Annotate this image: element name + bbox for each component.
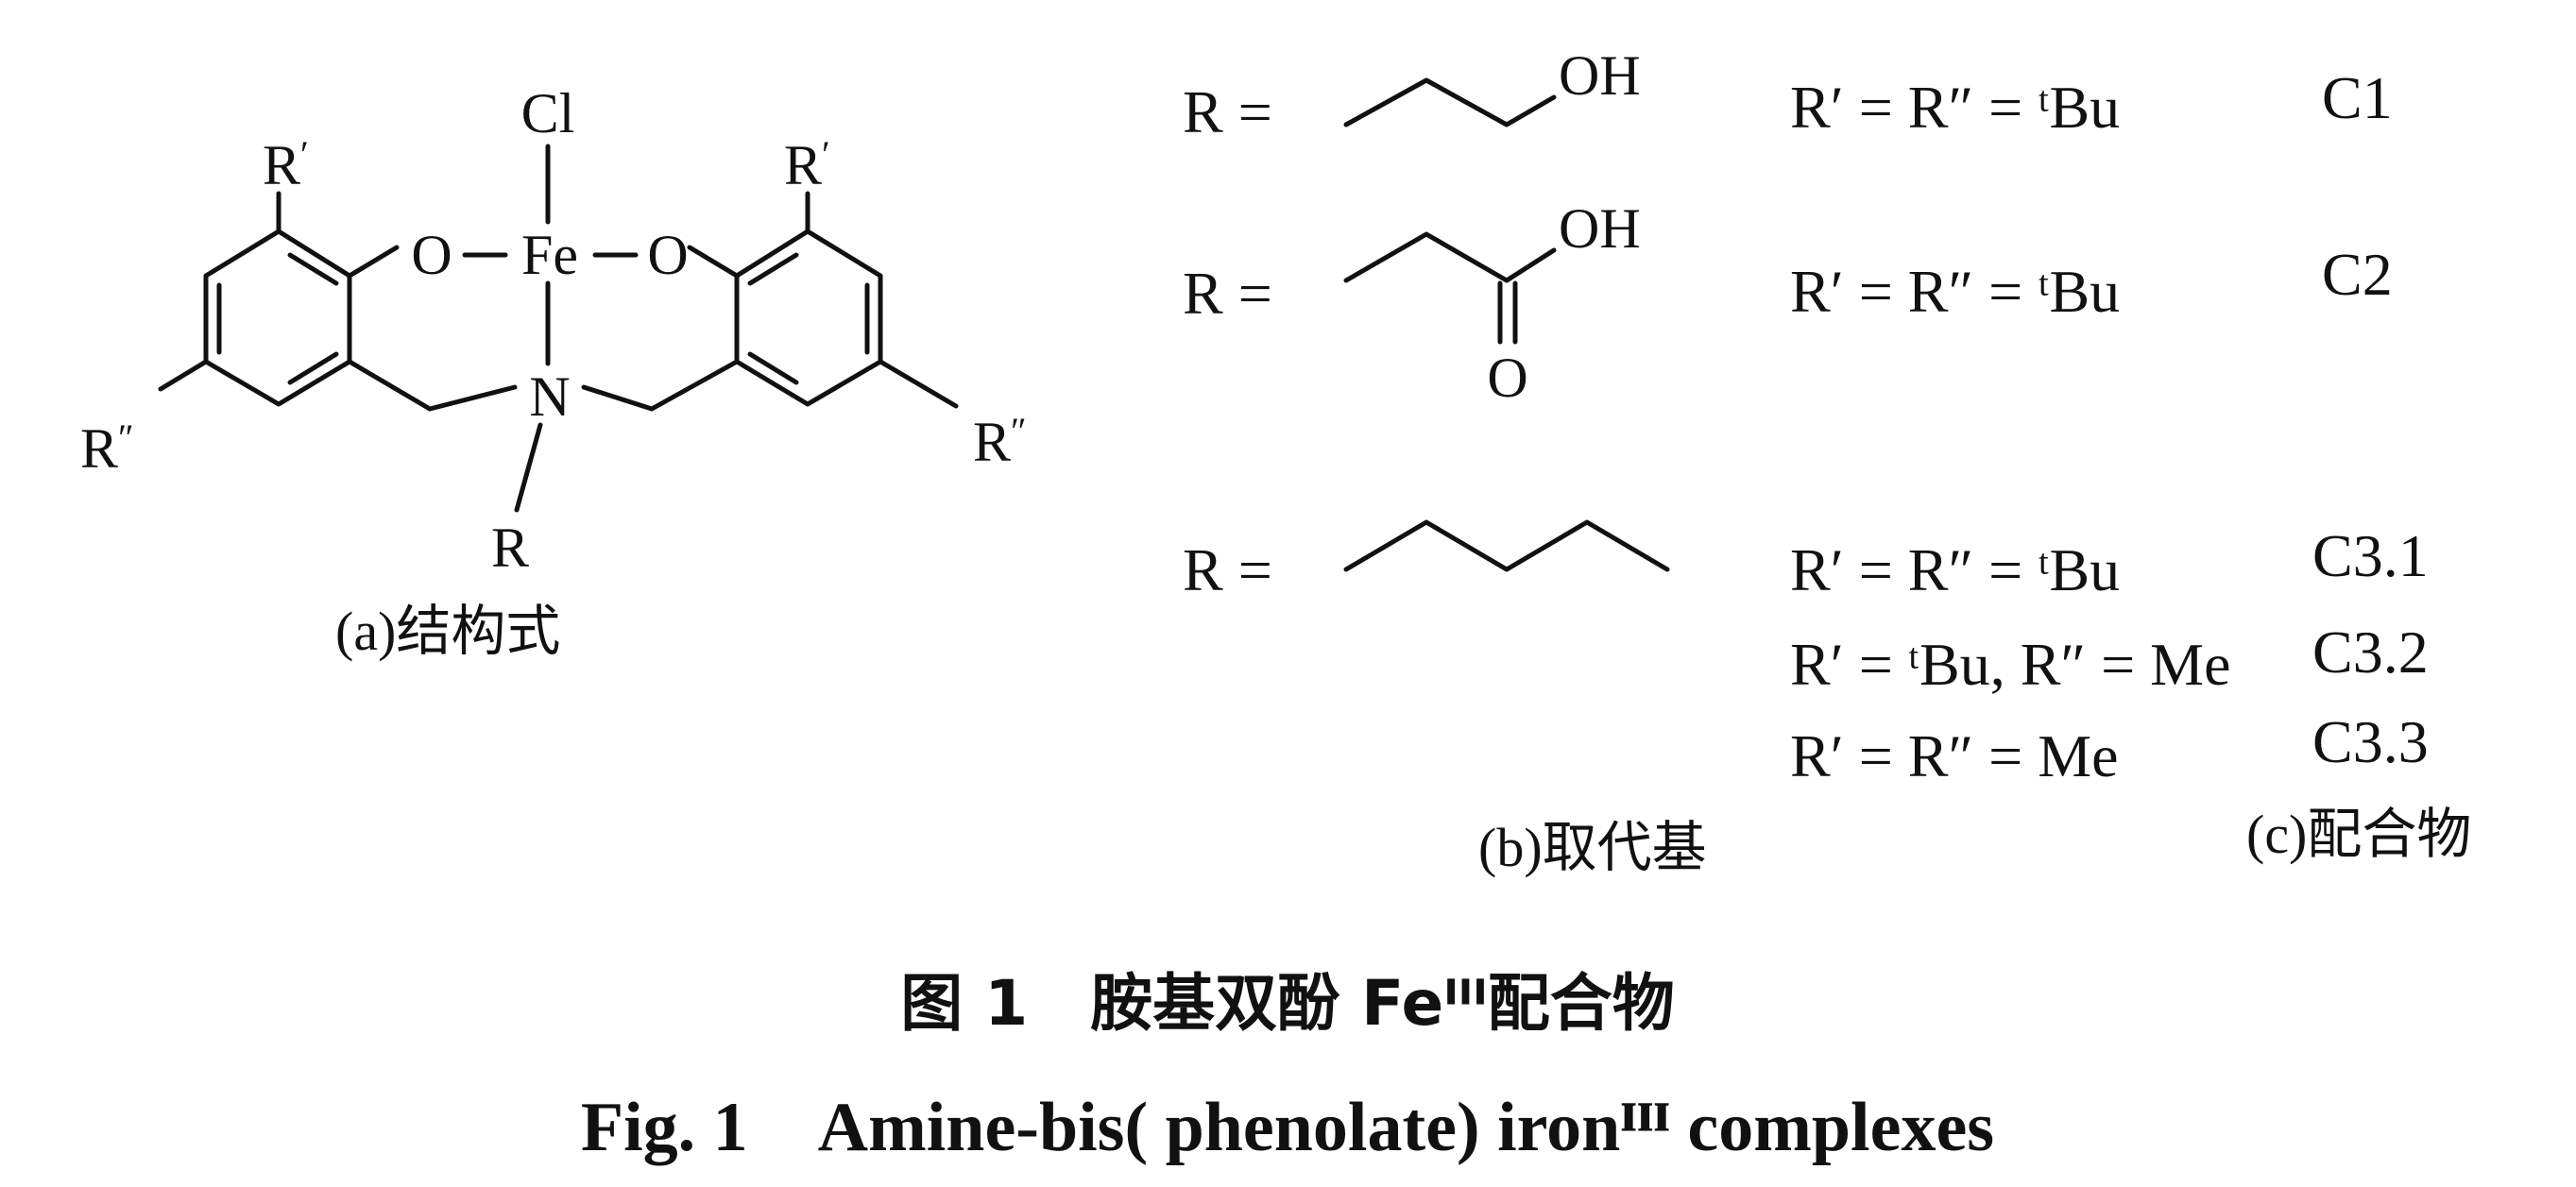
- complex-id-c3-3: C3.3: [2312, 708, 2429, 775]
- r-atom: R: [491, 517, 529, 579]
- complex-desc-c2: R′ = R″ = ᵗBu: [1790, 258, 2120, 325]
- o-atom-right: O: [647, 224, 688, 286]
- ch2-bridge-right: [581, 359, 740, 412]
- hydroxyethyl-chain: [1343, 77, 1557, 127]
- butyl-chain: [1343, 519, 1670, 572]
- r-equals-1: R =: [1183, 78, 1272, 145]
- caption-structure: (a)结构式: [335, 601, 560, 662]
- r-dprime-label-left: R″: [80, 416, 134, 480]
- complex-id-c3-2: C3.2: [2312, 619, 2429, 686]
- right-phenyl-ring: [734, 229, 883, 407]
- fe-atom: Fe: [521, 224, 578, 286]
- r-dprime-bond-left: [158, 359, 209, 392]
- cl-atom: Cl: [521, 82, 575, 144]
- oh-label-1: OH: [1559, 44, 1641, 107]
- complex-id-c1: C1: [2322, 64, 2393, 131]
- r-prime-label-left: R′: [263, 133, 309, 196]
- o-atom-left: O: [411, 224, 452, 286]
- r-dprime-bond-right: [878, 359, 959, 409]
- ch2-bridge-left: [347, 359, 518, 412]
- complex-id-c2: C2: [2322, 241, 2393, 308]
- r-prime-label-right: R′: [784, 133, 830, 196]
- n-atom: N: [529, 365, 570, 428]
- caption-substituents: (b)取代基: [1478, 817, 1707, 878]
- oh-label-2: OH: [1559, 197, 1641, 260]
- r-equals-3: R =: [1183, 536, 1272, 603]
- carbonyl-o-label: O: [1487, 347, 1527, 409]
- complex-id-c3-1: C3.1: [2312, 522, 2429, 589]
- r-equals-2: R =: [1183, 260, 1272, 327]
- figure-caption-en: Fig. 1 Amine-bis( phenolate) ironᴵᴵᴵ com…: [581, 1089, 1994, 1166]
- r-dprime-label-right: R″: [973, 410, 1027, 473]
- complex-desc-c3-3: R′ = R″ = Me: [1790, 722, 2119, 789]
- figure-caption-zh: 图 1 胺基双酚 Feᴵᴵᴵ配合物: [900, 967, 1674, 1040]
- complex-desc-c3-1: R′ = R″ = ᵗBu: [1790, 536, 2120, 603]
- complexes-list: R′ = R″ = ᵗBu C1 R′ = R″ = ᵗBu C2 R′ = R…: [1790, 64, 2471, 865]
- n-r-bond: [514, 422, 543, 513]
- substituents: R = OH R = OH O R = (b)取代基: [1183, 44, 1707, 878]
- structural-formula: Cl Fe O O N R R′ R′ R″ R″ (a)结构式: [80, 82, 1027, 662]
- carboxymethyl-chain: [1343, 231, 1557, 283]
- complex-desc-c1: R′ = R″ = ᵗBu: [1790, 74, 2120, 141]
- caption-complexes: (c)配合物: [2246, 804, 2471, 865]
- ring-o-bond-left: [347, 245, 400, 279]
- complex-desc-c3-2: R′ = ᵗBu, R″ = Me: [1790, 631, 2230, 698]
- left-phenyl-ring: [203, 229, 352, 407]
- ring-o-bond-right: [687, 245, 740, 279]
